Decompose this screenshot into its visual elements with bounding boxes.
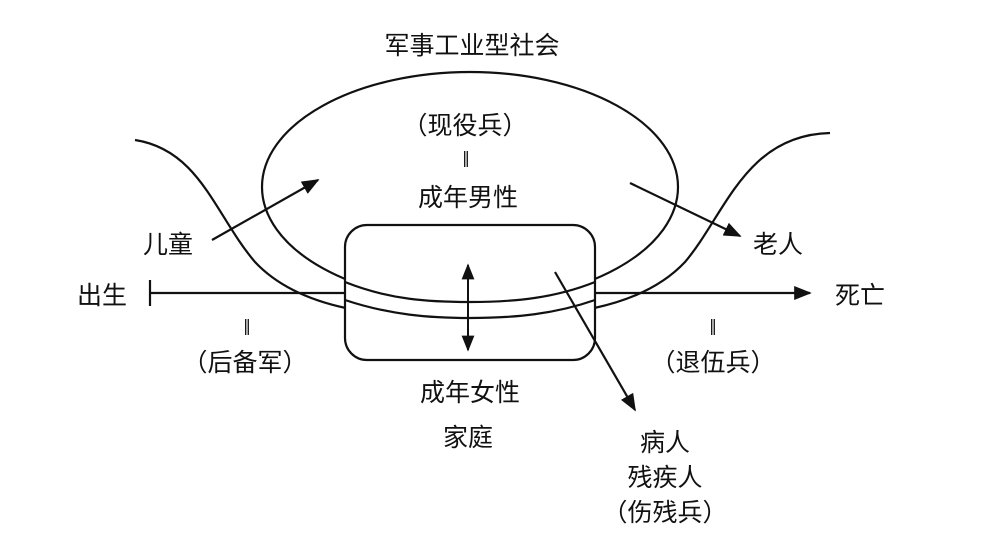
wounded-soldier-label: （伤残兵） (602, 498, 728, 527)
death-label: 死亡 (834, 281, 886, 310)
equals-sign: ‖ (709, 316, 717, 335)
reserve-label: （后备军） (182, 348, 308, 377)
sick-label: 病人 (639, 428, 691, 457)
veterans-label: （退伍兵） (650, 348, 776, 377)
birth-label: 出生 (76, 281, 128, 310)
title-label: 军事工业型社会 (384, 31, 560, 60)
children-arrow (211, 179, 320, 241)
sick-arrow (554, 271, 636, 412)
family-box (343, 223, 597, 362)
elderly-arrow (629, 182, 742, 237)
family-label: 家庭 (442, 423, 494, 452)
adult-female-label: 成年女性 (419, 378, 521, 407)
adult-male-label: 成年男性 (417, 183, 519, 212)
equals-sign: ‖ (243, 316, 251, 335)
children-label: 儿童 (142, 230, 194, 259)
equals-sign: ‖ (462, 148, 470, 167)
elderly-label: 老人 (752, 230, 804, 259)
disabled-label: 残疾人 (627, 463, 703, 492)
active-soldier-label: （现役兵） (402, 111, 528, 140)
